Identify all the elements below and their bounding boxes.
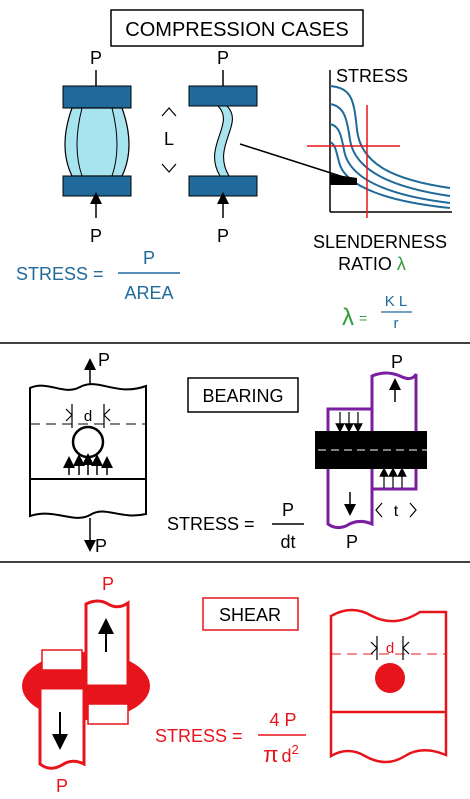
bearing-joint-diagram: P t P bbox=[305, 352, 437, 552]
bearing-stress-numerator: P bbox=[282, 500, 294, 520]
load-label-bottom-left: P bbox=[90, 226, 102, 246]
bottom-plate-left bbox=[62, 175, 132, 197]
bearing-load-label-bottom: P bbox=[95, 536, 107, 556]
shear-exponent: 2 bbox=[291, 742, 298, 757]
compression-section: COMPRESSION CASES P P L P P bbox=[16, 9, 452, 332]
short-column: P P bbox=[62, 48, 132, 246]
load-label-top-left: P bbox=[90, 48, 102, 68]
stress-curve-2 bbox=[329, 103, 451, 197]
compression-stress-formula: STRESS = P AREA bbox=[16, 248, 180, 303]
shear-rivet-head-left bbox=[41, 649, 83, 671]
shear-joint-diagram: P P bbox=[22, 574, 150, 796]
bearing-title: BEARING bbox=[202, 386, 283, 406]
shear-d-symbol: d bbox=[281, 746, 291, 766]
shear-dim-caret-right-icon bbox=[402, 641, 410, 655]
shear-pin bbox=[375, 663, 405, 693]
length-indicator: L bbox=[161, 107, 177, 173]
shear-rivet-head-right bbox=[87, 703, 129, 725]
thickness-caret-right-icon bbox=[409, 502, 417, 518]
stress-curve-4 bbox=[329, 141, 451, 209]
shear-title: SHEAR bbox=[219, 605, 281, 625]
shear-load-label-bottom: P bbox=[56, 776, 68, 796]
bearing-plate-diagram: P d P bbox=[29, 350, 147, 556]
compression-stress-numerator: P bbox=[143, 248, 155, 268]
shear-pi-symbol: π bbox=[263, 742, 278, 767]
compression-stress-denominator: AREA bbox=[124, 283, 173, 303]
load-label-top-right: P bbox=[217, 48, 229, 68]
slenderness-pointer-line bbox=[239, 143, 357, 182]
graph-y-axis-label: STRESS bbox=[336, 66, 408, 86]
buckled-column bbox=[214, 105, 233, 177]
bearing-load-label-top: P bbox=[98, 350, 110, 370]
shear-plate-diagram: d bbox=[329, 608, 448, 764]
bearing-title-box bbox=[187, 377, 299, 413]
bearing-stress-lhs: STRESS = bbox=[167, 514, 255, 534]
bulged-column bbox=[64, 107, 130, 177]
bottom-plate-right bbox=[188, 175, 258, 197]
length-caret-up-icon bbox=[161, 107, 177, 117]
joint-load-label-bottom: P bbox=[346, 532, 358, 552]
bearing-pin bbox=[71, 425, 105, 459]
compression-title-box bbox=[110, 9, 364, 47]
lower-plate-load-arrows bbox=[335, 412, 363, 433]
slender-column: P P bbox=[188, 48, 258, 246]
bearing-diameter-label: d bbox=[84, 408, 92, 425]
shear-stress-numerator: 4 P bbox=[269, 710, 296, 730]
graph-x-axis-label-line1: SLENDERNESS bbox=[313, 232, 447, 252]
load-label-bottom-right: P bbox=[217, 226, 229, 246]
shear-lower-plate bbox=[38, 686, 86, 770]
stress-curve-3 bbox=[329, 123, 451, 204]
lambda-formula: λ = K L r bbox=[342, 293, 412, 332]
bearing-dim-caret-left-icon bbox=[65, 408, 73, 422]
bulge-line-1 bbox=[76, 107, 83, 177]
stress-slenderness-graph: STRESS bbox=[239, 66, 452, 218]
joint-load-label-top: P bbox=[391, 352, 403, 372]
shear-title-box bbox=[202, 597, 299, 631]
bearing-stress-denominator: dt bbox=[280, 532, 295, 552]
shear-load-label-top: P bbox=[102, 574, 114, 594]
bearing-stress-formula: STRESS = P dt bbox=[167, 500, 304, 552]
lambda-denominator: r bbox=[394, 315, 399, 332]
stress-curve-1 bbox=[329, 85, 451, 189]
lambda-equals: = bbox=[359, 310, 367, 326]
slenderness-ratio-word: RATIO bbox=[338, 254, 392, 274]
shear-diameter-label: d bbox=[386, 640, 394, 657]
shear-stress-lhs: STRESS = bbox=[155, 726, 243, 746]
bulge-line-2 bbox=[111, 107, 118, 177]
slenderness-pointer-wedge bbox=[330, 174, 357, 185]
top-plate-left bbox=[62, 85, 132, 109]
top-plate-right bbox=[188, 85, 258, 107]
lambda-symbol: λ bbox=[397, 254, 406, 274]
lambda-lhs: λ bbox=[342, 304, 354, 331]
thickness-caret-left-icon bbox=[375, 502, 383, 518]
compression-title: COMPRESSION CASES bbox=[125, 19, 348, 41]
compression-stress-lhs: STRESS = bbox=[16, 264, 104, 284]
bearing-section: P d P BEARING STRESS = bbox=[29, 350, 437, 556]
bearing-pressure-arrows bbox=[63, 453, 113, 475]
shear-dim-caret-left-icon bbox=[370, 641, 378, 655]
length-label: L bbox=[164, 129, 174, 149]
thickness-label: t bbox=[394, 503, 399, 520]
bearing-dim-caret-right-icon bbox=[103, 408, 111, 422]
length-caret-down-icon bbox=[161, 163, 177, 173]
lambda-numerator: K L bbox=[385, 293, 408, 310]
upper-plate-load-arrows bbox=[379, 467, 407, 488]
